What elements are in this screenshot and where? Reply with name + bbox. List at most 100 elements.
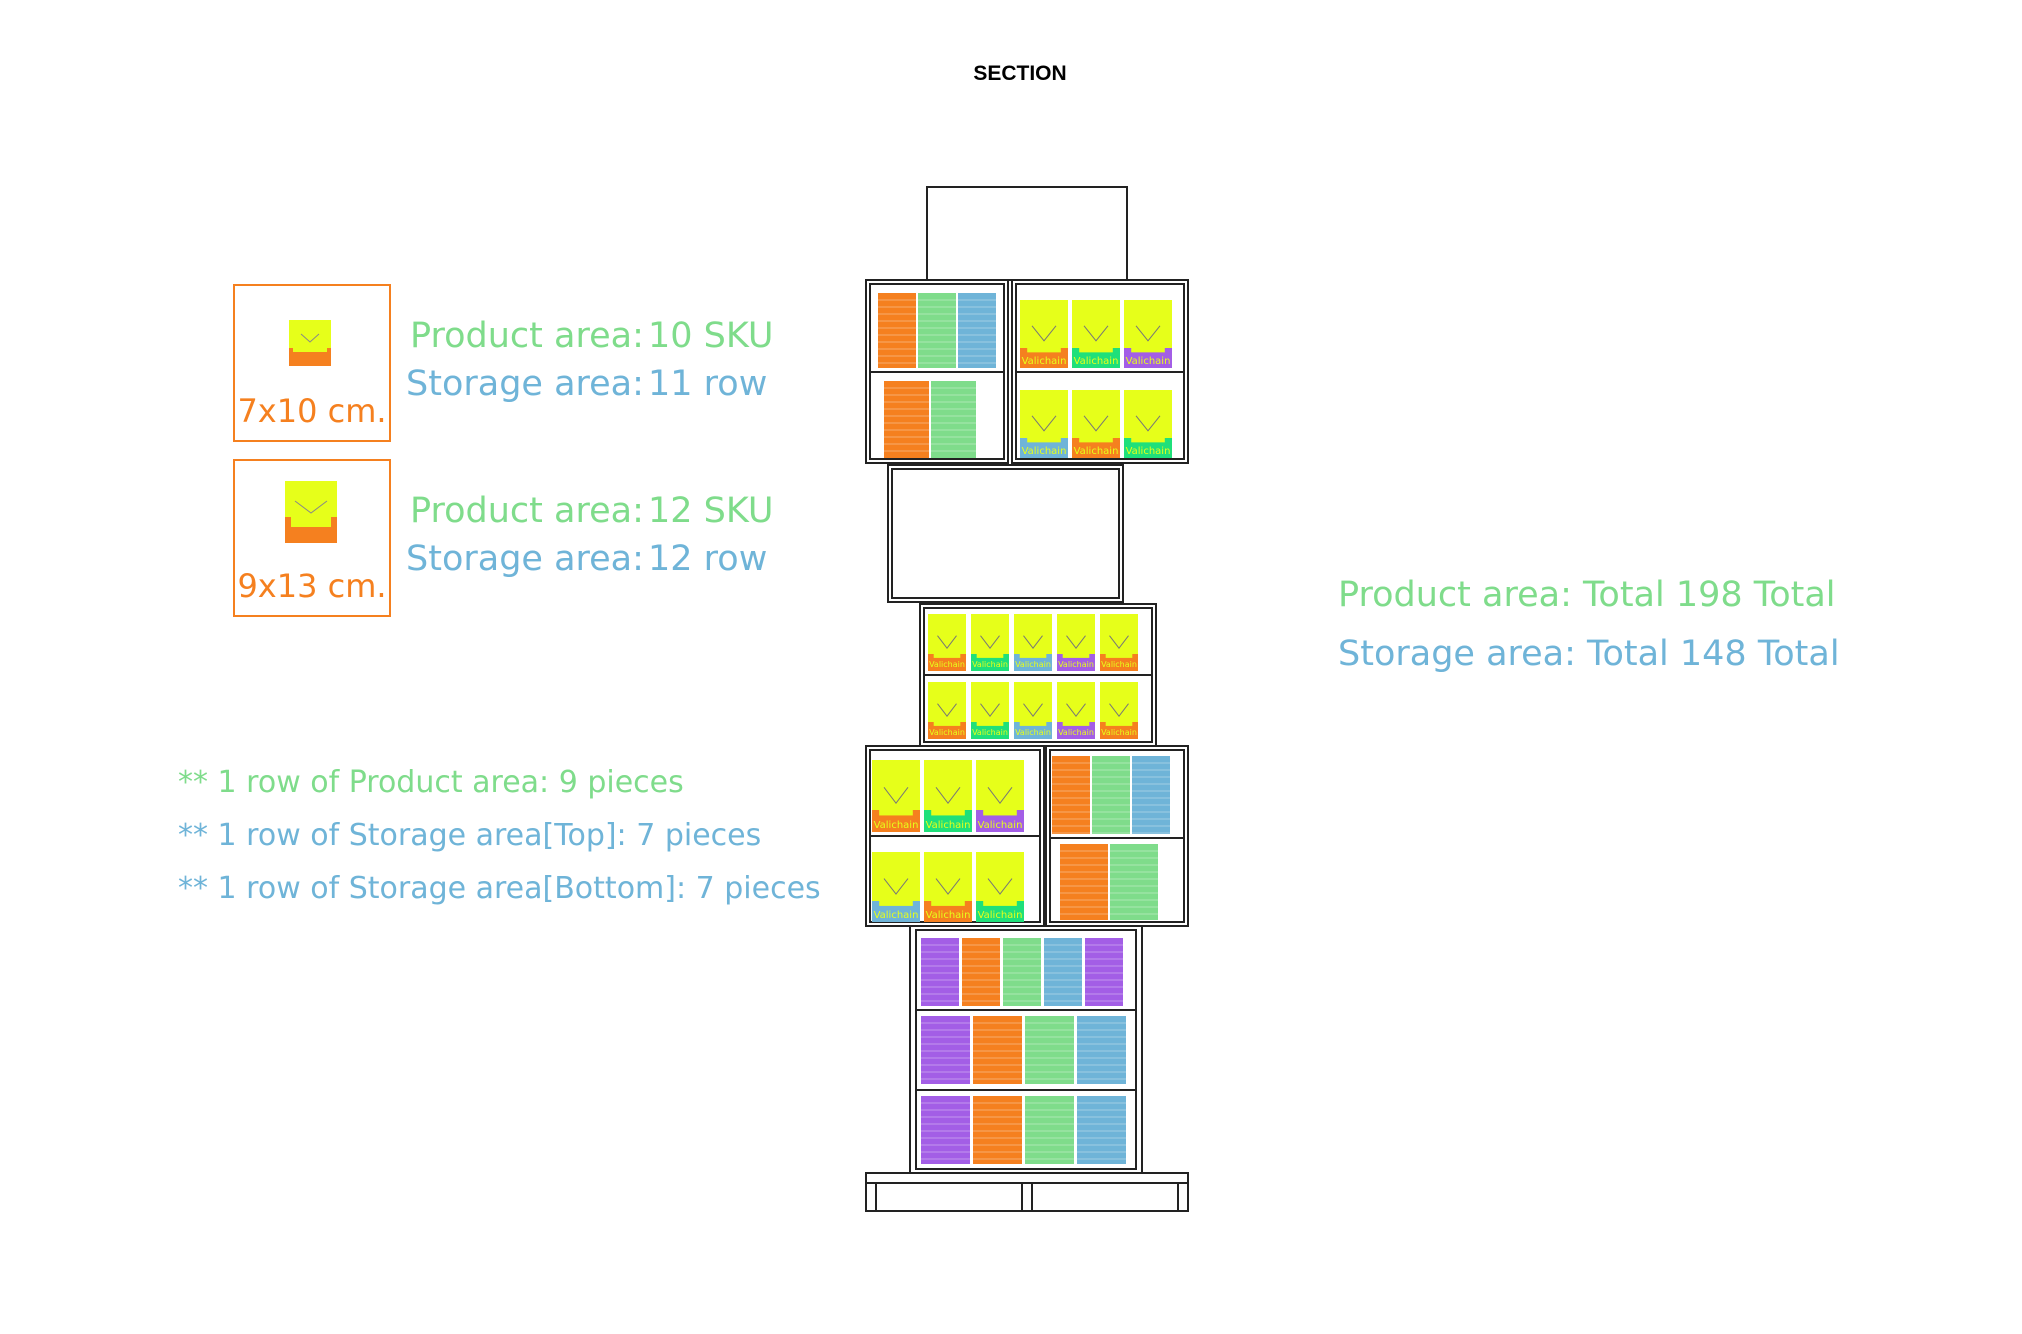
product-package: Valichain: [1072, 390, 1120, 458]
storage-stack: [921, 1016, 970, 1084]
storage-stack: [1110, 844, 1158, 920]
blank-panel: [887, 464, 1124, 603]
product-package: Valichain: [1100, 682, 1138, 739]
storage-area-label: Storage area:: [406, 539, 644, 579]
product-area-value: 12 SKU: [648, 491, 774, 531]
mid-right-cubby-inner: [1049, 749, 1185, 923]
package-icon: [285, 481, 337, 543]
product-package: Valichain: [928, 682, 966, 739]
total-storage-area: Storage area: Total 148 Total: [1338, 634, 1840, 674]
product-package: Valichain: [872, 852, 920, 922]
storage-stack: [931, 381, 976, 458]
brand-label: Valichain: [972, 660, 1008, 669]
rack-base: [865, 1172, 1189, 1212]
product-area-label: Product area:: [410, 316, 644, 356]
storage-area-label: Storage area:: [406, 364, 644, 404]
storage-area-value: 12 row: [648, 539, 768, 579]
brand-label: Valichain: [1022, 356, 1067, 367]
storage-stack: [973, 1016, 1022, 1084]
product-package: Valichain: [924, 852, 972, 922]
rack-frame: [865, 186, 1189, 1212]
brand-label: Valichain: [926, 910, 971, 921]
brand-label: Valichain: [929, 660, 965, 669]
brand-label: Valichain: [1058, 728, 1094, 737]
brand-label: Valichain: [929, 728, 965, 737]
brand-label: Valichain: [1074, 446, 1119, 457]
storage-stack: [884, 381, 929, 458]
brand-label: Valichain: [1101, 660, 1137, 669]
storage-stack: [921, 938, 959, 1006]
sample-size-label: 9x13 cm.: [237, 567, 387, 605]
note-storage-bottom-row: ** 1 row of Storage area[Bottom]: 7 piec…: [178, 871, 821, 906]
sample-1-product-area: Product area: 10 SKU: [410, 316, 774, 356]
product-package: Valichain: [971, 682, 1009, 739]
product-package: Valichain: [1057, 614, 1095, 671]
product-package: Valichain: [1072, 300, 1120, 368]
storage-stack: [878, 293, 916, 368]
brand-label: Valichain: [1101, 728, 1137, 737]
storage-stack: [962, 938, 1000, 1006]
total-product-area: Product area: Total 198 Total: [1338, 575, 1836, 615]
brand-label: Valichain: [874, 820, 919, 831]
brand-label: Valichain: [1126, 356, 1171, 367]
storage-stack: [1003, 938, 1041, 1006]
note-storage-top-row: ** 1 row of Storage area[Top]: 7 pieces: [178, 818, 762, 853]
storage-stack: [1085, 938, 1123, 1006]
storage-stack: [1025, 1096, 1074, 1164]
storage-stack: [1092, 756, 1130, 834]
sample-card-9x13: 9x13 cm.: [233, 459, 391, 617]
brand-label: Valichain: [1074, 356, 1119, 367]
blank-panel-inner: [891, 468, 1120, 599]
storage-stack: [918, 293, 956, 368]
product-package: Valichain: [976, 852, 1024, 922]
storage-stack: [958, 293, 996, 368]
storage-area-value: 11 row: [648, 364, 768, 404]
product-package: Valichain: [1124, 390, 1172, 458]
brand-label: Valichain: [1015, 660, 1051, 669]
package-icon: [289, 320, 331, 366]
product-package: Valichain: [872, 760, 920, 832]
sample-1-storage-area: Storage area: 11 row: [406, 364, 767, 404]
brand-label: Valichain: [1022, 446, 1067, 457]
note-product-row: ** 1 row of Product area: 9 pieces: [178, 765, 684, 800]
brand-label: Valichain: [1015, 728, 1051, 737]
product-package: Valichain: [1100, 614, 1138, 671]
storage-stack: [1060, 844, 1108, 920]
product-package: Valichain: [924, 760, 972, 832]
product-package: Valichain: [1014, 682, 1052, 739]
product-package: Valichain: [1020, 390, 1068, 458]
storage-stack: [921, 1096, 970, 1164]
sample-2-storage-area: Storage area: 12 row: [406, 539, 767, 579]
brand-label: Valichain: [926, 820, 971, 831]
brand-label: Valichain: [978, 820, 1023, 831]
product-package: Valichain: [1014, 614, 1052, 671]
product-package: Valichain: [976, 760, 1024, 832]
upper-left-cubby: [865, 279, 1009, 464]
storage-stack: [1132, 756, 1170, 834]
storage-cabinet-inner: [915, 929, 1137, 1170]
product-area-value: 10 SKU: [648, 316, 774, 356]
brand-label: Valichain: [1126, 446, 1171, 457]
brand-label: Valichain: [972, 728, 1008, 737]
sample-2-product-area: Product area: 12 SKU: [410, 491, 774, 531]
sample-card-7x10: 7x10 cm.: [233, 284, 391, 442]
storage-stack: [973, 1096, 1022, 1164]
product-package: Valichain: [1057, 682, 1095, 739]
storage-stack: [1044, 938, 1082, 1006]
brand-label: Valichain: [874, 910, 919, 921]
product-package: Valichain: [1020, 300, 1068, 368]
upper-right-cubby: [1011, 279, 1189, 464]
product-package: Valichain: [971, 614, 1009, 671]
product-area-label: Product area:: [410, 491, 644, 531]
section-title: SECTION: [973, 62, 1067, 85]
storage-stack: [1025, 1016, 1074, 1084]
rack-header-panel: [926, 186, 1128, 281]
sample-size-label: 7x10 cm.: [237, 392, 387, 430]
brand-label: Valichain: [978, 910, 1023, 921]
product-package: Valichain: [1124, 300, 1172, 368]
brand-label: Valichain: [1058, 660, 1094, 669]
storage-stack: [1077, 1096, 1126, 1164]
product-package: Valichain: [928, 614, 966, 671]
